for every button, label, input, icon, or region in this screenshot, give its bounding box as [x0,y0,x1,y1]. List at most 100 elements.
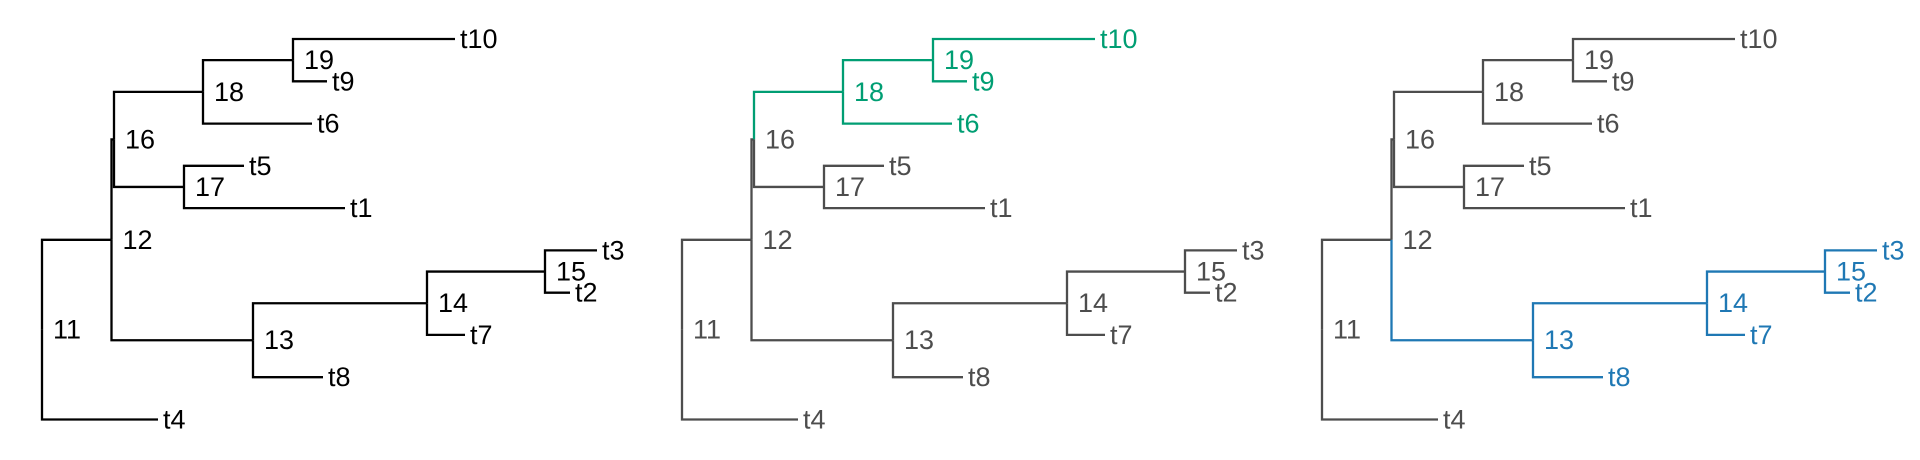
branch-14-t7 [1065,303,1105,337]
branch-11-t4 [680,329,798,421]
node-label-14: 14 [1718,288,1748,318]
branch-16-18 [1392,90,1483,140]
tip-label-t6: t6 [317,109,340,139]
branch-15-t2 [1823,271,1850,294]
branch-18-t6 [1481,91,1592,125]
branch-19-t9 [291,60,327,83]
node-label-16: 16 [1405,124,1435,154]
node-label-17: 17 [195,172,225,202]
node-label-18: 18 [214,77,244,107]
tip-label-t1: t1 [990,193,1013,223]
tip-label-t10: t10 [1100,24,1138,54]
branch-14-15 [1705,270,1825,304]
tip-label-t2: t2 [1215,278,1238,308]
tip-label-t5: t5 [1529,151,1552,181]
tip-label-t10: t10 [1740,24,1778,54]
branch-12-13 [750,239,893,342]
branch-18-19 [201,59,293,92]
branch-13-t8 [891,340,963,379]
branch-11-t4 [40,329,158,421]
node-label-18: 18 [1494,77,1524,107]
node-label-11: 11 [1333,315,1361,345]
tip-label-t2: t2 [1855,278,1878,308]
node-label-11: 11 [53,315,81,345]
node-label-13: 13 [1544,325,1574,355]
branch-19-t10 [931,37,1095,61]
branch-11-12 [40,238,112,330]
branch-15-t2 [1183,271,1210,294]
branch-13-14 [891,302,1067,341]
branch-12-13 [1390,239,1533,342]
tip-label-t2: t2 [575,278,598,308]
tip-label-t6: t6 [1597,109,1620,139]
branch-16-17 [1392,139,1464,189]
tip-label-t3: t3 [602,235,625,265]
node-label-19: 19 [1584,45,1614,75]
branch-11-12 [680,238,752,330]
branch-18-t6 [841,91,952,125]
branch-13-14 [251,302,427,341]
branch-11-12 [1320,238,1392,330]
tip-label-t8: t8 [1608,362,1631,392]
node-label-12: 12 [123,225,153,255]
branch-18-19 [1481,59,1573,92]
node-label-15: 15 [1836,257,1866,287]
node-label-13: 13 [264,325,294,355]
tip-label-t4: t4 [1443,405,1466,435]
node-label-15: 15 [1196,257,1226,287]
branch-19-t9 [931,60,967,83]
node-label-18: 18 [854,77,884,107]
node-label-11: 11 [693,315,721,345]
tip-label-t7: t7 [1750,320,1773,350]
tip-label-t5: t5 [249,151,272,181]
tip-label-t7: t7 [1110,320,1133,350]
tip-label-t7: t7 [470,320,493,350]
node-label-12: 12 [1403,225,1433,255]
branch-15-t3 [543,249,597,272]
branch-16-18 [752,90,843,140]
node-label-14: 14 [438,288,468,318]
tip-label-t4: t4 [803,405,826,435]
branch-17-t1 [182,186,345,210]
branch-16-18 [112,90,203,140]
branch-14-t7 [425,303,465,337]
tip-label-t4: t4 [163,405,186,435]
branch-15-t2 [543,271,570,294]
branch-14-15 [1065,270,1185,304]
branch-19-t9 [1571,60,1607,83]
node-label-16: 16 [765,124,795,154]
branch-19-t10 [291,37,455,61]
branch-16-17 [112,139,184,189]
branch-13-14 [1531,302,1707,341]
branch-17-t1 [1462,186,1625,210]
node-label-17: 17 [1475,172,1505,202]
branch-18-t6 [201,91,312,125]
node-label-17: 17 [835,172,865,202]
node-label-13: 13 [904,325,934,355]
branch-12-13 [110,239,253,342]
tip-label-t3: t3 [1882,235,1905,265]
branch-16-17 [752,139,824,189]
branch-15-t3 [1183,249,1237,272]
tip-label-t5: t5 [889,151,912,181]
node-label-15: 15 [556,257,586,287]
branch-11-t4 [1320,329,1438,421]
tip-label-t3: t3 [1242,235,1265,265]
tip-label-t9: t9 [972,66,995,96]
branch-17-t1 [822,186,985,210]
node-label-19: 19 [304,45,334,75]
node-label-12: 12 [763,225,793,255]
branch-14-15 [425,270,545,304]
branch-17-t5 [1462,164,1524,187]
node-label-14: 14 [1078,288,1108,318]
node-label-16: 16 [125,124,155,154]
branch-13-t8 [251,340,323,379]
tip-label-t8: t8 [968,362,991,392]
tip-label-t10: t10 [460,24,498,54]
branch-19-t10 [1571,37,1735,61]
